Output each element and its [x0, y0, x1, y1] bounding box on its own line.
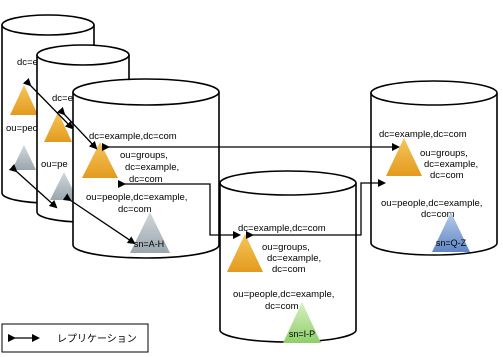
server-4-people-triangle	[283, 302, 321, 343]
server-5-groups-line-2: dc=example,	[424, 159, 478, 170]
replication-arrow-root-4-5	[246, 179, 386, 239]
server-3-root-triangle	[82, 142, 118, 178]
server-3-groups-line-1: ou=groups,	[120, 150, 168, 161]
server-4-dc-label: dc=example,dc=com	[238, 223, 326, 234]
replication-arrows	[8, 77, 400, 245]
server-3: dc=example,dc=com ou=groups, dc=example,…	[72, 78, 220, 259]
server-4-groups-line-2: dc=example,	[267, 253, 321, 264]
server-4: dc=example,dc=com ou=groups, dc=example,…	[219, 170, 357, 343]
server-5-people-triangle	[432, 212, 470, 252]
server-5-people-line-1: ou=people,dc=example,	[381, 198, 482, 209]
server-1-people-triangle	[12, 145, 36, 170]
server-5: dc=example,dc=com ou=groups, dc=example,…	[370, 80, 498, 256]
server-4-root-triangle	[227, 234, 263, 272]
server-3-people-line-2: dc=com	[118, 204, 152, 215]
server-5-root-triangle	[386, 138, 422, 176]
server-3-people-line-1: ou=people,dc=example,	[86, 192, 187, 203]
server-4-people-line-1: ou=people,dc=example,	[233, 289, 334, 300]
server-5-partition-label: sn=Q-Z	[436, 238, 467, 248]
legend: レプリケーション	[1, 323, 149, 353]
server-2-dc-label: dc=e	[52, 93, 73, 104]
replication-arrow-root-2-3	[56, 106, 98, 150]
server-5-groups-line-3: dc=com	[430, 170, 464, 181]
server-3-dc-label: dc=example,dc=com	[89, 131, 177, 142]
replication-arrow-people-1-2	[8, 164, 58, 209]
server-5-dc-label: dc=example,dc=com	[379, 129, 467, 140]
server-5-groups-line-1: ou=groups,	[420, 148, 468, 159]
server-5-people-line-2: dc=com	[421, 209, 455, 220]
server-1-dc-label: dc=e	[17, 57, 38, 68]
server-4-people-line-2: dc=com	[265, 301, 299, 312]
server-2-people-label: ou=pe	[41, 159, 68, 170]
server-4-groups-line-3: dc=com	[272, 264, 306, 275]
server-3-partition-label: sn=A-H	[134, 239, 164, 249]
replication-arrow-root-3-4	[118, 180, 241, 239]
server-3-groups-line-3: dc=com	[129, 174, 163, 185]
legend-label: レプリケーション	[57, 333, 137, 345]
server-3-groups-line-2: dc=example,	[125, 162, 179, 173]
server-4-groups-line-1: ou=groups,	[262, 242, 310, 253]
server-4-partition-label: sn=I-P	[289, 329, 315, 339]
